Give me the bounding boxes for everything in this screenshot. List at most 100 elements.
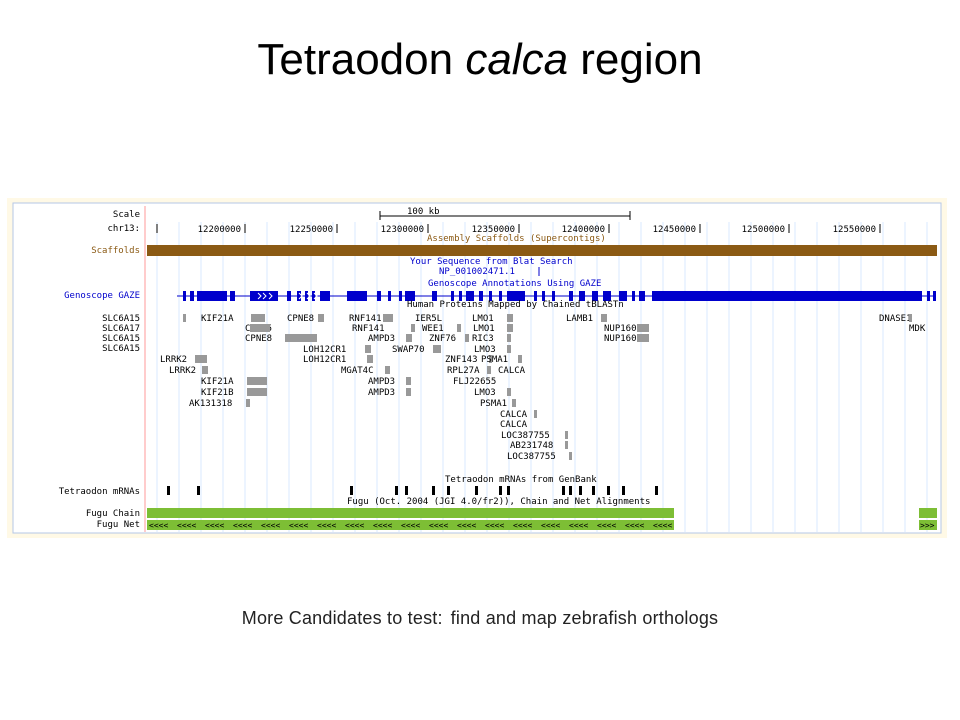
protein-alignment-label[interactable]: WEE1 [422, 324, 444, 334]
gaze-exon[interactable] [927, 291, 930, 301]
protein-alignment-label[interactable]: LMO3 [474, 388, 496, 398]
protein-alignment-block[interactable] [457, 324, 461, 332]
gaze-exon[interactable] [639, 291, 645, 301]
protein-alignment-label[interactable]: LMO3 [474, 345, 496, 355]
protein-alignment-block[interactable] [406, 388, 411, 396]
scaffold-bar[interactable] [147, 245, 937, 256]
fugu-net-bar[interactable] [147, 520, 674, 530]
protein-alignment-label[interactable]: LRRK2 [169, 366, 196, 376]
gaze-exon[interactable] [619, 291, 627, 301]
track-row-label[interactable]: SLC6A15 [102, 344, 140, 354]
tetraodon-mrnas-track-label[interactable]: Tetraodon mRNAs [59, 487, 140, 497]
protein-alignment-block[interactable] [318, 314, 324, 322]
gaze-exon[interactable] [451, 291, 454, 301]
mrna-hit[interactable] [622, 486, 625, 495]
protein-alignment-block[interactable] [433, 345, 441, 353]
gaze-exon[interactable] [183, 291, 186, 301]
gaze-exon[interactable] [320, 291, 330, 301]
protein-alignment-label[interactable]: NUP160 [604, 324, 637, 334]
protein-alignment-label[interactable]: MGAT4C [341, 366, 374, 376]
mrna-hit[interactable] [562, 486, 565, 495]
fugu-chain-label[interactable]: Fugu Chain [86, 509, 140, 519]
mrna-hit[interactable] [507, 486, 510, 495]
tetraodon-mrna-hits[interactable] [167, 486, 658, 495]
protein-alignment-block[interactable] [247, 377, 267, 385]
protein-alignment-block[interactable] [487, 366, 491, 374]
protein-alignment-label[interactable]: CALCA [500, 410, 528, 420]
protein-alignment-block[interactable] [406, 377, 411, 385]
protein-alignment-block[interactable] [507, 334, 511, 342]
protein-alignment-label[interactable]: LOC387755 [507, 452, 556, 462]
protein-alignment-block[interactable] [507, 345, 511, 353]
protein-alignment-block[interactable] [565, 431, 568, 439]
protein-alignment-block[interactable] [385, 366, 390, 374]
mrna-hit[interactable] [499, 486, 502, 495]
mrna-hit[interactable] [405, 486, 408, 495]
gaze-gene-models[interactable] [177, 291, 936, 301]
protein-alignment-label[interactable]: AK131318 [189, 399, 232, 409]
protein-alignment-label[interactable]: PSMA1 [480, 399, 507, 409]
protein-alignment-block[interactable] [250, 324, 270, 332]
protein-alignment-block[interactable] [637, 324, 649, 332]
protein-alignment-block[interactable] [285, 334, 317, 342]
protein-alignment-block[interactable] [367, 355, 373, 363]
gaze-track-label[interactable]: Genoscope GAZE [64, 291, 140, 301]
protein-alignment-block[interactable] [507, 324, 513, 332]
protein-alignment-label[interactable]: CPNE8 [245, 334, 272, 344]
gaze-exon[interactable] [489, 291, 492, 301]
protein-alignment-label[interactable]: LOH12CR1 [303, 345, 346, 355]
protein-alignment-block[interactable] [406, 334, 412, 342]
protein-alignment-label[interactable]: LMO1 [472, 314, 494, 324]
protein-alignment-block[interactable] [518, 355, 522, 363]
protein-alignment-block[interactable] [202, 366, 208, 374]
protein-alignment-block[interactable] [637, 334, 649, 342]
gaze-exon[interactable] [652, 291, 922, 301]
protein-alignment-label[interactable]: KIF21A [201, 314, 234, 324]
blat-item[interactable]: NP_001002471.1 [439, 267, 515, 277]
mrna-hit[interactable] [350, 486, 353, 495]
protein-alignment-block[interactable] [565, 441, 568, 449]
protein-alignment-label[interactable]: CALCA [500, 420, 528, 430]
mrna-hit[interactable] [395, 486, 398, 495]
gaze-exon[interactable] [479, 291, 483, 301]
protein-alignment-label[interactable]: AB231748 [510, 441, 553, 451]
gaze-exon[interactable] [250, 291, 278, 301]
gaze-exon[interactable] [507, 291, 525, 301]
gaze-exon[interactable] [399, 291, 402, 301]
scaffolds-track-label[interactable]: Scaffolds [91, 246, 140, 256]
gaze-exon[interactable] [230, 291, 235, 301]
gaze-exon[interactable] [534, 291, 537, 301]
mrna-hit[interactable] [655, 486, 658, 495]
protein-alignment-block[interactable] [251, 314, 265, 322]
gaze-exon[interactable] [466, 291, 474, 301]
fugu-chain-block[interactable] [147, 508, 674, 518]
protein-alignment-label[interactable]: ZNF143 [445, 355, 478, 365]
protein-alignment-label[interactable]: DNASE1 [879, 314, 912, 324]
protein-alignment-block[interactable] [489, 355, 492, 363]
gaze-exon[interactable] [190, 291, 194, 301]
protein-alignment-block[interactable] [195, 355, 207, 363]
protein-alignment-label[interactable]: KIF21B [201, 388, 234, 398]
gaze-exon[interactable] [632, 291, 635, 301]
protein-alignment-label[interactable]: MDK [909, 324, 926, 334]
mrna-hit[interactable] [447, 486, 450, 495]
protein-alignment-block[interactable] [569, 452, 572, 460]
mrna-hit[interactable] [167, 486, 170, 495]
gaze-exon[interactable] [287, 291, 291, 301]
gaze-exon[interactable] [569, 291, 573, 301]
protein-alignment-label[interactable]: IER5L [415, 314, 442, 324]
mrna-hit[interactable] [607, 486, 610, 495]
fugu-net-bar[interactable] [919, 520, 937, 530]
protein-alignment-block[interactable] [247, 388, 267, 396]
protein-alignment-label[interactable]: AMPD3 [368, 377, 395, 387]
gaze-exon[interactable] [312, 291, 315, 301]
fugu-chain-net[interactable]: <<<<<<<<<<<<<<<<<<<<<<<<<<<<<<<<<<<<<<<<… [147, 508, 937, 530]
gaze-exon[interactable] [432, 291, 437, 301]
protein-alignment-label[interactable]: LAMB1 [566, 314, 593, 324]
mrna-hit[interactable] [197, 486, 200, 495]
protein-alignment-label[interactable]: LOC387755 [501, 431, 550, 441]
gaze-exon[interactable] [603, 291, 611, 301]
protein-alignment-block[interactable] [465, 334, 469, 342]
track-row-label[interactable]: SLC6A15 [102, 314, 140, 324]
protein-alignment-label[interactable]: PSMA1 [481, 355, 508, 365]
